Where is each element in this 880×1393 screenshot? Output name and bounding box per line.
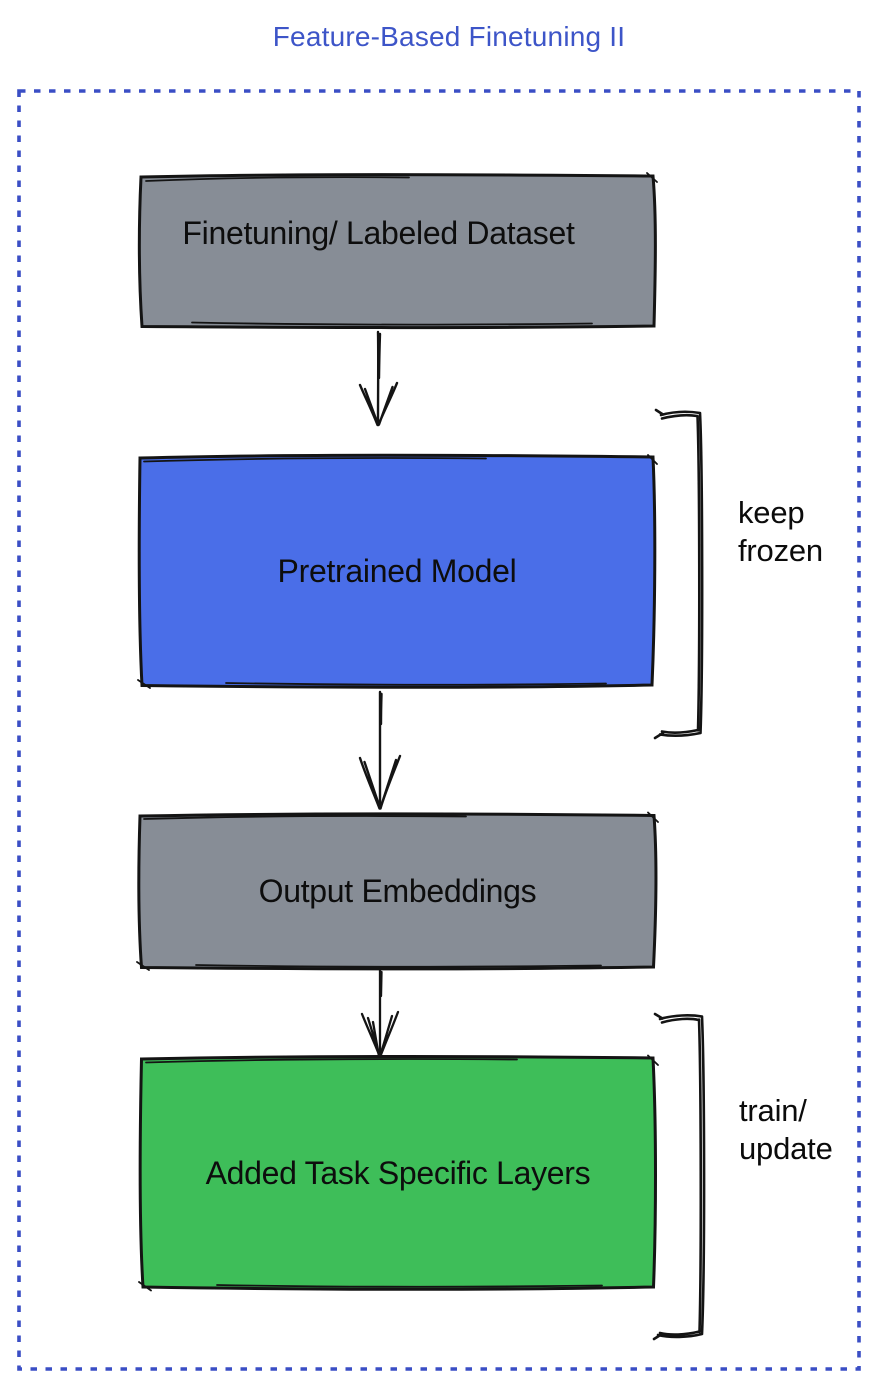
node-finetuning-dataset: Finetuning/ Labeled Dataset bbox=[137, 172, 658, 330]
node-label: Finetuning/ Labeled Dataset bbox=[182, 214, 575, 251]
annotation-train-update: train/ update bbox=[739, 1092, 833, 1168]
annotation-keep-frozen: keep frozen bbox=[738, 494, 823, 570]
node-shape bbox=[137, 453, 657, 689]
sketch-accent bbox=[137, 454, 658, 689]
node-output-embeddings: Output Embeddings bbox=[136, 811, 659, 972]
arrow-down-icon bbox=[360, 968, 400, 1058]
sketch-accent bbox=[145, 172, 658, 326]
node-shape bbox=[138, 1054, 657, 1291]
node-task-specific-layers: Added Task Specific Layers bbox=[137, 1053, 659, 1293]
node-label: Output Embeddings bbox=[258, 873, 537, 909]
annotation-line: frozen bbox=[738, 533, 823, 568]
arrow-down-icon bbox=[358, 330, 399, 427]
node-sketch-border bbox=[136, 811, 659, 971]
node-sketch-border bbox=[138, 1054, 659, 1292]
boundary-rect bbox=[17, 89, 861, 1371]
annotation-line: update bbox=[739, 1131, 833, 1166]
annotation-line: keep bbox=[738, 495, 805, 530]
node-pretrained-model: Pretrained Model bbox=[136, 452, 658, 691]
bracket-right-icon bbox=[653, 408, 704, 740]
sketch-accent bbox=[136, 811, 659, 971]
node-sketch-border bbox=[137, 172, 658, 330]
node-sketch-border bbox=[137, 453, 658, 689]
node-label: Pretrained Model bbox=[277, 553, 517, 589]
arrow-down-icon bbox=[358, 690, 402, 810]
annotation-line: train/ bbox=[739, 1093, 807, 1128]
diagram-title: Feature-Based Finetuning II bbox=[272, 21, 626, 52]
node-shape bbox=[137, 812, 658, 971]
sketch-accent bbox=[138, 1054, 659, 1292]
node-label: Added Task Specific Layers bbox=[205, 1154, 591, 1191]
bracket-right-icon bbox=[652, 1012, 706, 1341]
node-shape bbox=[137, 173, 657, 330]
